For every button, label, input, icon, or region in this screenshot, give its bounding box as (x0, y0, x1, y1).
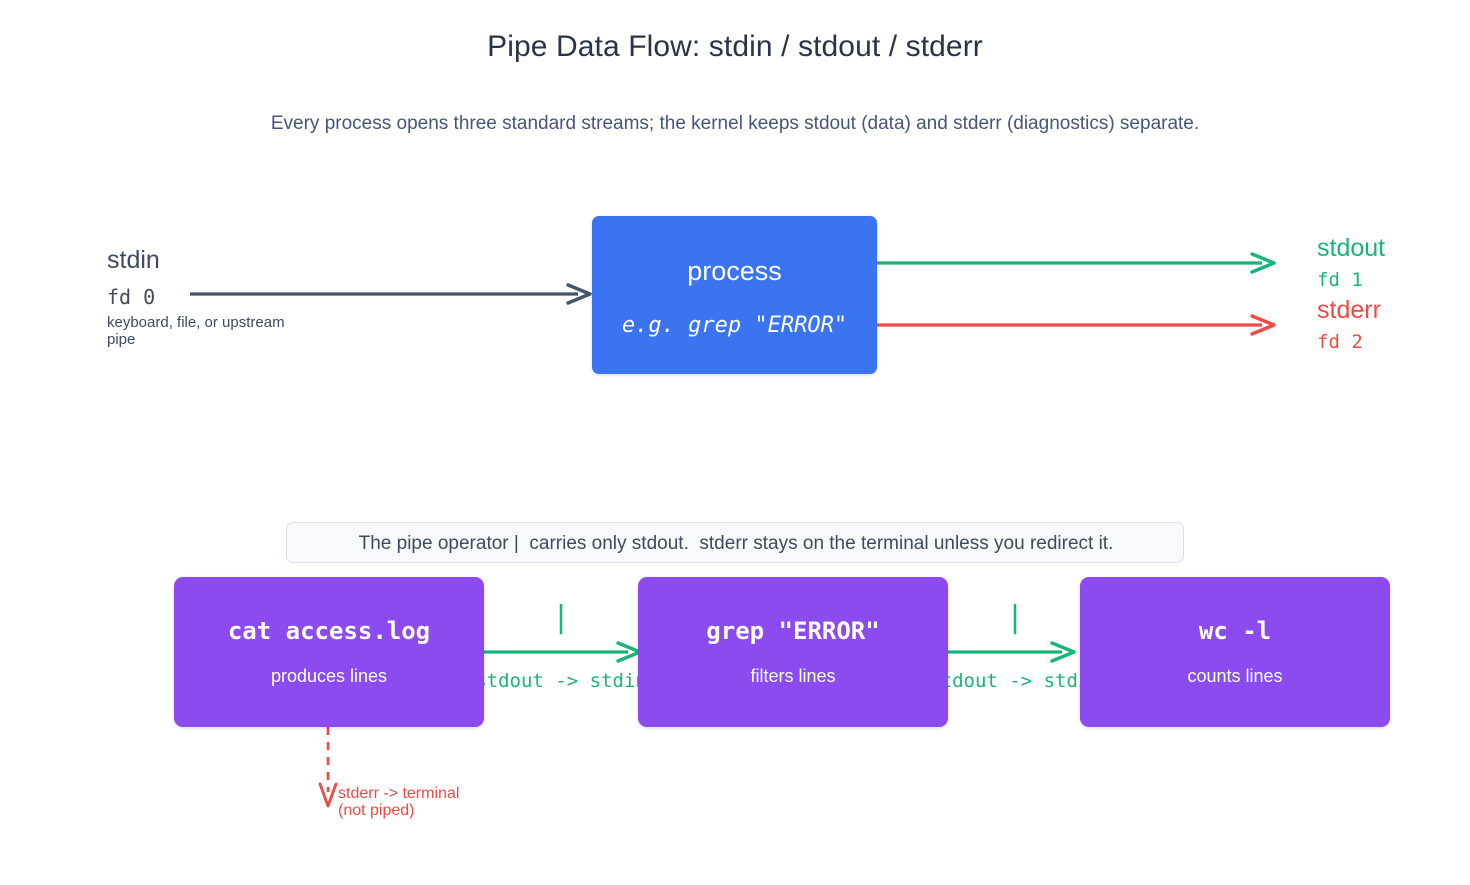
stderr-arrow (877, 314, 1276, 336)
stdout-arrow (877, 252, 1276, 274)
process-example: e.g. grep "ERROR" (621, 313, 848, 338)
pipeline-box-cat: cat access.log produces lines (174, 577, 484, 727)
pipe-note-banner: The pipe operator | carries only stdout.… (286, 522, 1184, 563)
pipeline-box-wc: wc -l counts lines (1080, 577, 1390, 727)
pipe-operator-glyph-2: | (1005, 600, 1025, 635)
process-box: process e.g. grep "ERROR" (592, 216, 877, 374)
stdout-label: stdout (1317, 234, 1386, 262)
stderr-fd-label: fd 2 (1317, 331, 1363, 353)
stderr-branch-arrow (318, 727, 338, 808)
process-title: process (687, 256, 782, 286)
stdout-fd-label: fd 1 (1317, 269, 1363, 291)
stdin-fd-label: fd 0 (107, 285, 156, 309)
pipe-note-text: The pipe operator | carries only stdout.… (358, 533, 1114, 554)
pipeline-command-0: cat access.log (227, 617, 431, 645)
page-subtitle: Every process opens three standard strea… (270, 113, 1200, 134)
pipe-operator-glyph-1: | (551, 600, 571, 635)
pipeline-box-grep: grep "ERROR" filters lines (638, 577, 948, 727)
pipeline-description-2: counts lines (1187, 666, 1283, 686)
connector-label-1: stdout -> stdin (475, 670, 647, 692)
pipeline-arrow-2 (938, 641, 1076, 663)
pipeline-description-1: filters lines (750, 666, 836, 686)
stderr-label: stderr (1317, 296, 1381, 324)
stdin-source-note: keyboard, file, or upstream pipe (107, 314, 285, 348)
stderr-branch-note-line1: stderr -> terminal (338, 785, 460, 802)
stderr-branch-note-line2: (not piped) (338, 802, 415, 819)
page-title: Pipe Data Flow: stdin / stdout / stderr (487, 30, 983, 63)
pipeline-command-2: wc -l (1198, 617, 1272, 645)
pipeline-description-0: produces lines (270, 666, 388, 686)
stdin-arrow (190, 283, 592, 305)
stderr-branch-note: stderr -> terminal (not piped) (338, 785, 538, 819)
pipeline-command-1: grep "ERROR" (706, 617, 880, 645)
stdin-label: stdin (107, 246, 160, 274)
